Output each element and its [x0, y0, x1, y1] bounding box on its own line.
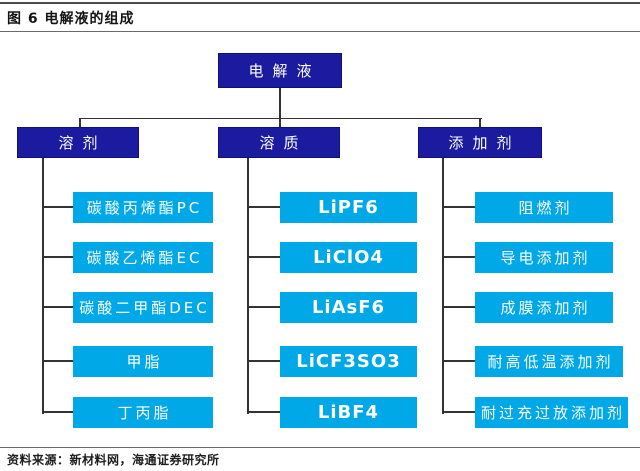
node-lipf6: LiPF6 — [247, 192, 417, 223]
node-conductive-additive: 导电添加剂 — [442, 242, 613, 273]
node-licf3so3: LiCF3SO3 — [247, 346, 417, 377]
node-solute: 溶质 — [218, 127, 340, 158]
connector-trunk-solvent — [42, 158, 44, 414]
node-solvent: 溶剂 — [17, 127, 139, 158]
node-temp-resistant-additive: 耐高低温添加剂 — [442, 346, 623, 377]
figure-source: 资料来源：新材料网，海通证券研究所 — [7, 453, 220, 467]
node-libf4: LiBF4 — [247, 397, 417, 428]
connector-stub-solvent — [79, 118, 81, 127]
connector-root-stem — [279, 88, 281, 118]
node-electrolyte-root: 电解液 — [218, 53, 342, 88]
connector-stub-solute — [279, 118, 281, 127]
node-additive: 添加剂 — [418, 127, 542, 158]
title-underline — [0, 31, 640, 32]
node-ec: 碳酸乙烯酯EC — [42, 242, 213, 273]
connector-trunk-additive — [442, 158, 444, 414]
node-film-forming-additive: 成膜添加剂 — [442, 292, 613, 323]
source-divider-line — [0, 447, 640, 448]
node-overcharge-resistant-additive: 耐过充过放添加剂 — [442, 397, 628, 428]
connector-stub-additive — [479, 118, 481, 127]
connector-trunk-solute — [247, 158, 249, 414]
node-flame-retardant: 阻燃剂 — [442, 192, 613, 223]
node-dec: 碳酸二甲酯DEC — [42, 292, 213, 323]
node-methyl-ester: 甲脂 — [42, 346, 213, 377]
figure-title: 图 6 电解液的组成 — [7, 11, 135, 27]
node-liasf6: LiAsF6 — [247, 292, 417, 323]
node-liclo4: LiClO4 — [247, 242, 417, 273]
top-border-line — [0, 2, 640, 4]
node-pc: 碳酸丙烯酯PC — [42, 192, 213, 223]
node-butyl-propyl-ester: 丁丙脂 — [42, 397, 213, 428]
